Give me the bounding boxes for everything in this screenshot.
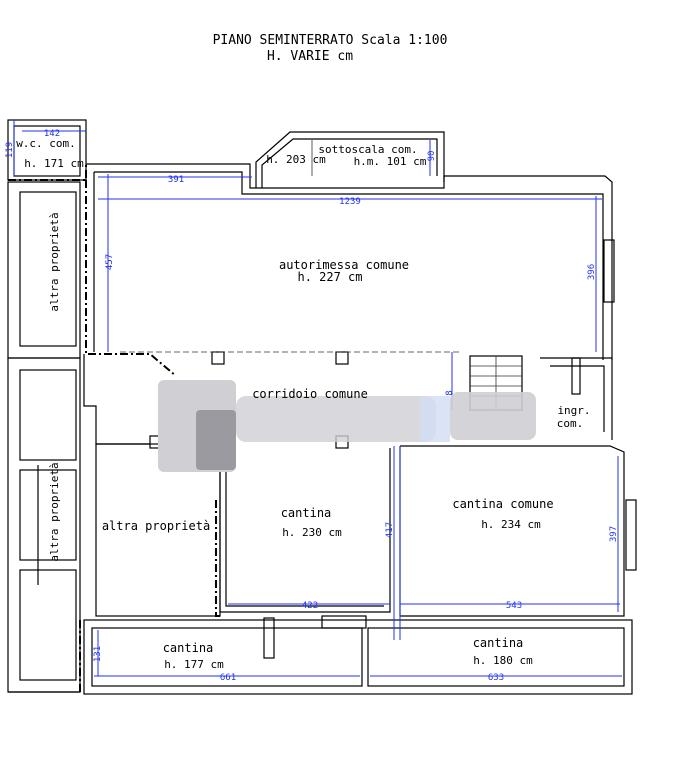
cantina-comune-height: h. 234 cm xyxy=(481,518,541,531)
cantina-bl-height: h. 177 cm xyxy=(164,658,224,671)
dim-422: 422 xyxy=(302,601,318,611)
dim-397: 397 xyxy=(609,526,619,542)
plan-subtitle: H. VARIE cm xyxy=(267,49,353,64)
cantina-br-height: h. 180 cm xyxy=(473,654,533,667)
altra-proprieta-mid: altra proprietà xyxy=(102,519,210,533)
autorimessa-height: h. 227 cm xyxy=(297,270,362,284)
wc-label: w.c. com. xyxy=(16,137,76,150)
sottoscala-label: sottoscala com. xyxy=(318,143,417,156)
ingr-label-1: ingr. xyxy=(557,404,590,417)
wc-height: h. 171 cm xyxy=(24,157,84,170)
sottoscala-height-left: h. 203 cm xyxy=(266,153,326,166)
obscured-area xyxy=(158,380,536,472)
dimension-lines xyxy=(13,120,622,677)
dim-396: 396 xyxy=(587,264,597,280)
cantina-br-label: cantina xyxy=(473,636,524,650)
corridoio-label: corridoio comune xyxy=(252,387,368,401)
dim-131: 131 xyxy=(93,646,103,662)
property-boundary xyxy=(8,164,220,692)
cantina-mid-label: cantina xyxy=(281,506,332,520)
walls xyxy=(7,119,637,695)
cantina-comune-label: cantina comune xyxy=(452,497,553,511)
autorimessa-label: autorimessa comune xyxy=(279,258,409,272)
dim-119: 119 xyxy=(5,142,15,158)
dim-90: 90 xyxy=(427,151,437,162)
plan-title: PIANO SEMINTERRATO Scala 1:100 xyxy=(213,33,448,48)
cantina-bl-label: cantina xyxy=(163,641,214,655)
dim-391: 391 xyxy=(168,175,184,185)
cantina-mid-height: h. 230 cm xyxy=(282,526,342,539)
dim-633: 633 xyxy=(488,673,504,683)
dim-142: 142 xyxy=(44,129,60,139)
dim-1239: 1239 xyxy=(339,197,361,207)
dim-543: 543 xyxy=(506,601,522,611)
ingr-label-2: com. xyxy=(557,417,584,430)
dim-417: 417 xyxy=(385,522,395,538)
altra-proprieta-bottom: altra proprietà xyxy=(48,462,61,561)
altra-proprieta-top: altra proprietà xyxy=(48,212,61,311)
dim-661: 661 xyxy=(220,673,236,683)
dim-8: 8 xyxy=(445,390,455,395)
sottoscala-height-right: h.m. 101 cm xyxy=(354,155,427,168)
dim-457: 457 xyxy=(105,254,115,270)
